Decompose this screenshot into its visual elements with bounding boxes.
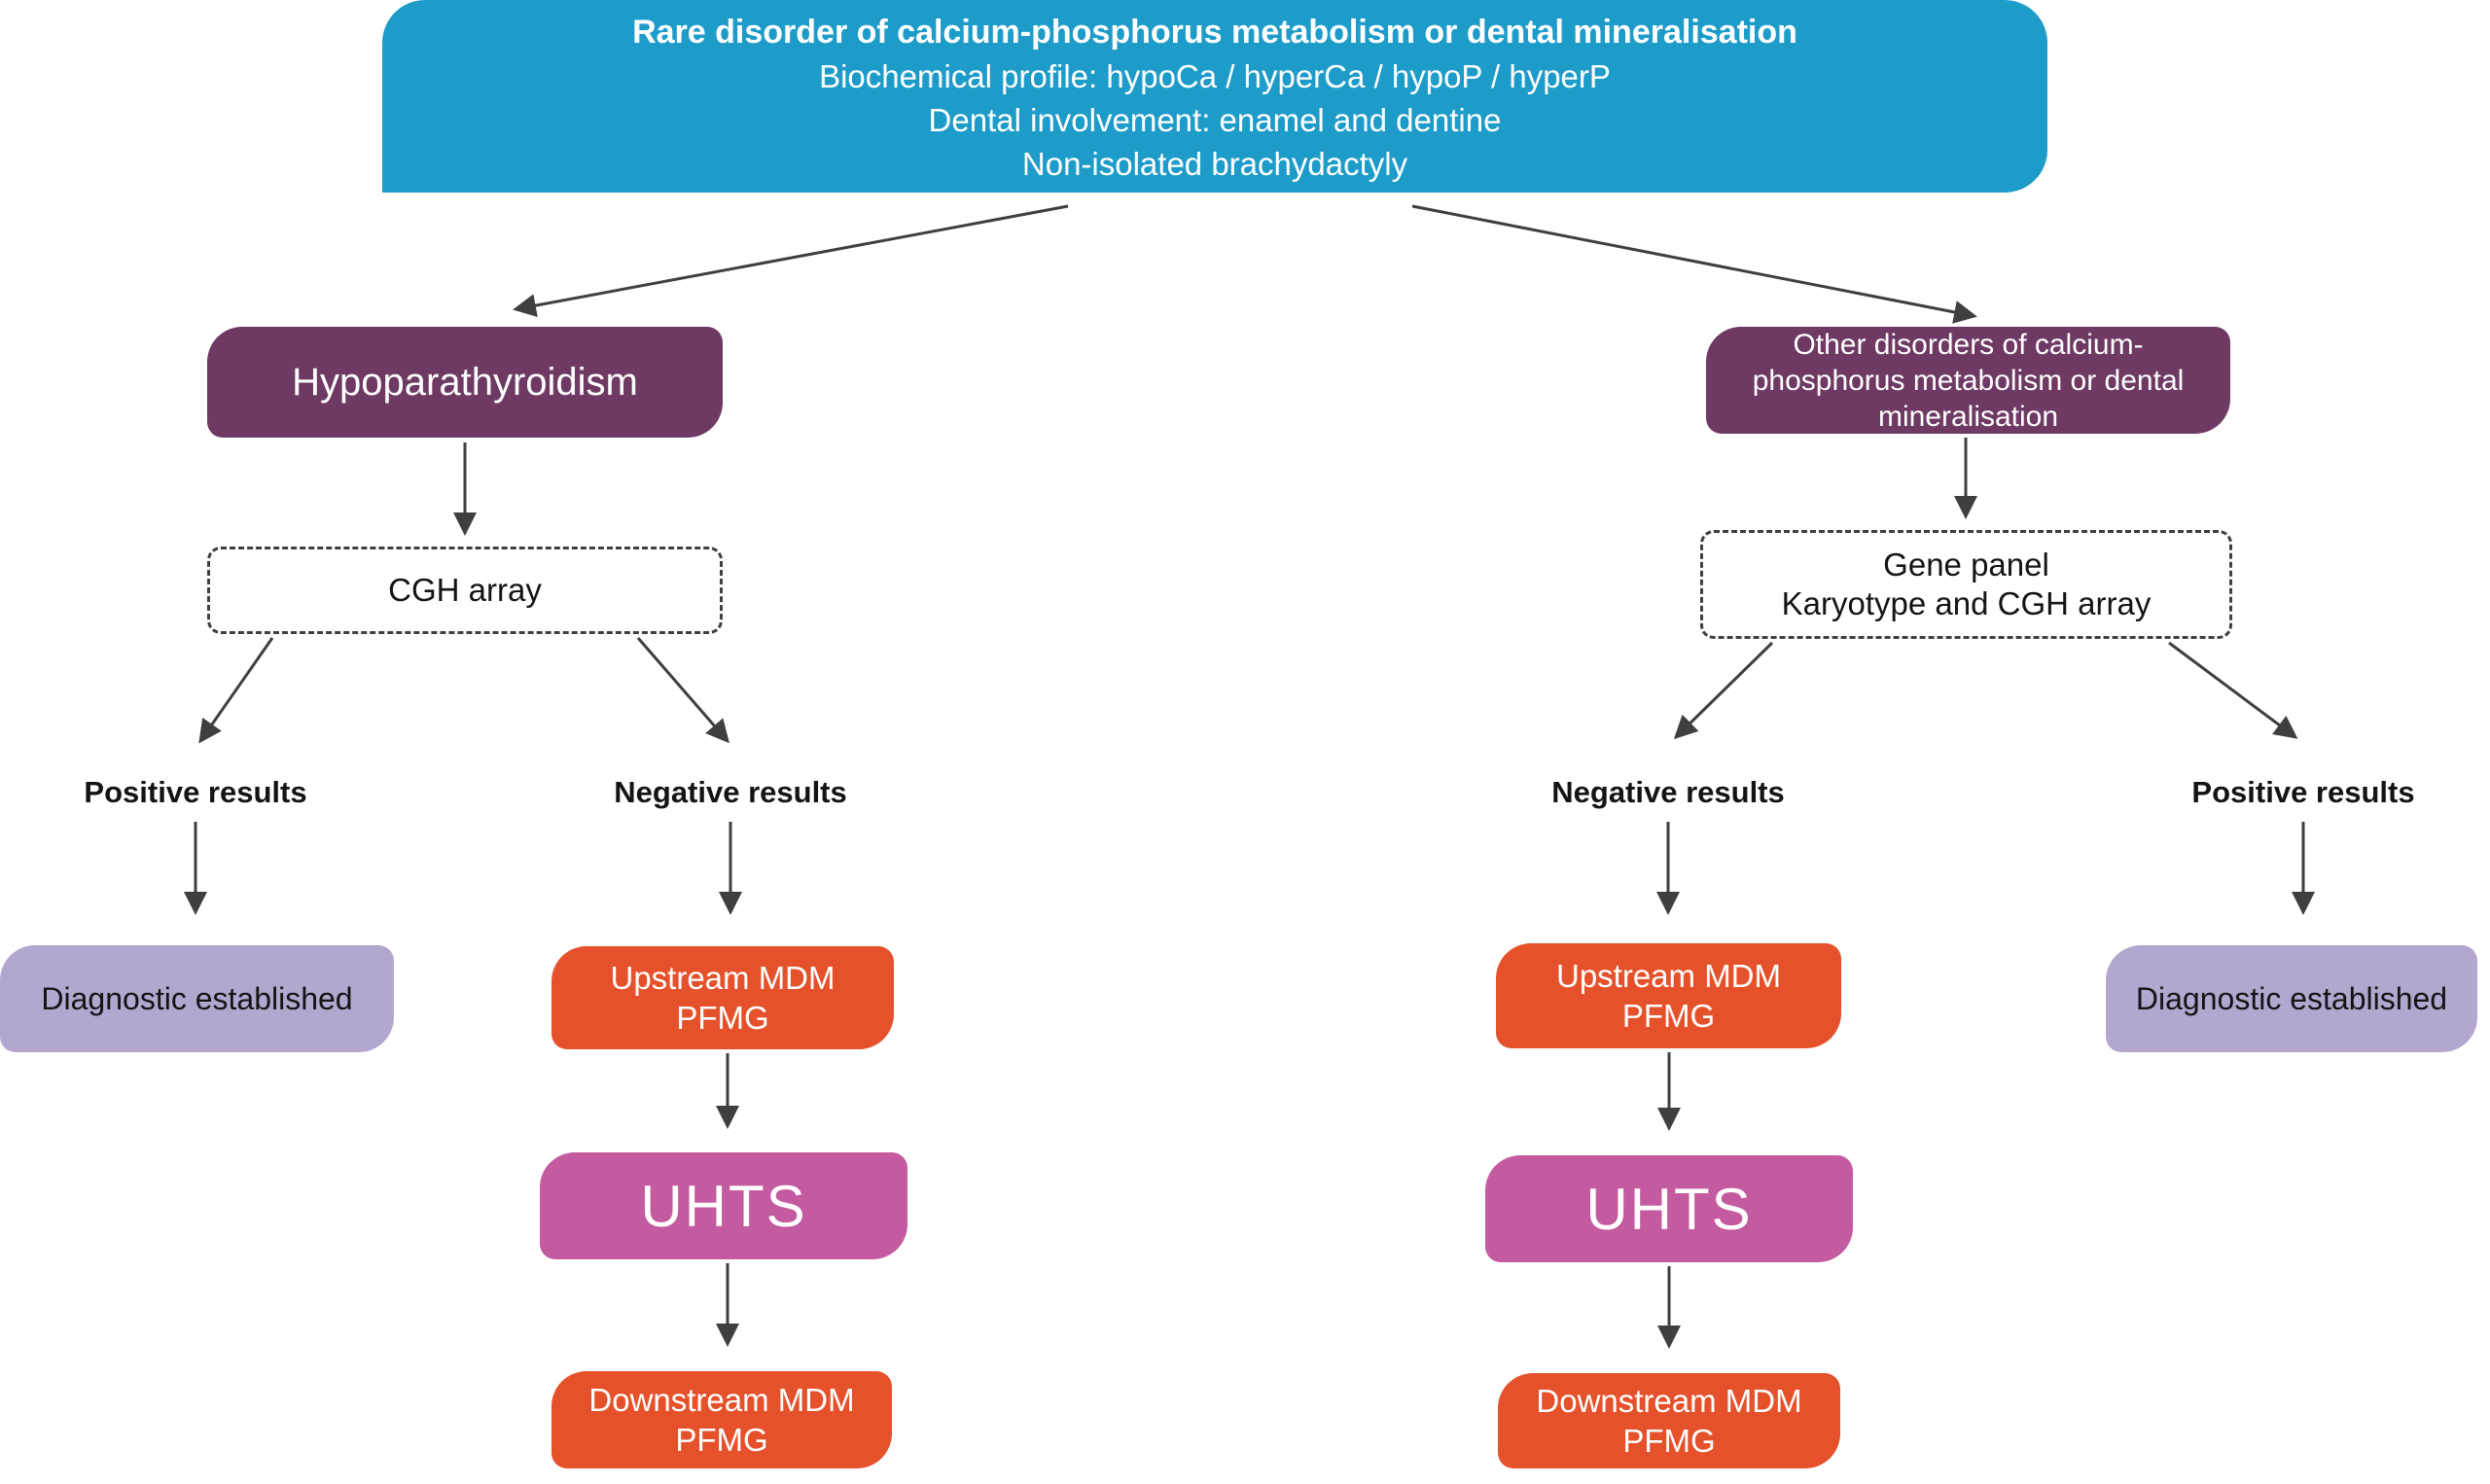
positive-results-label-left: Positive results xyxy=(84,775,307,809)
diagnostic-established-label-right: Diagnostic established xyxy=(2135,980,2448,1016)
downstream-mdm-line1-right: Downstream MDM xyxy=(1536,1383,1802,1419)
root-disorder-box: Rare disorder of calcium-phosphorus meta… xyxy=(382,0,2047,193)
arrow-root-to-hypoparathyroidism xyxy=(513,204,1069,317)
root-title: Rare disorder of calcium-phosphorus meta… xyxy=(632,14,1797,51)
gene-panel-line1: Gene panel xyxy=(1883,547,2049,583)
upstream-mdm-line2-right: PFMG xyxy=(1621,998,1716,1034)
downstream-mdm-line1-left: Downstream MDM xyxy=(588,1382,855,1418)
arrow-genepanel-to-negative xyxy=(1673,641,1774,740)
gene-panel-line2: Karyotype and CGH array xyxy=(1781,585,2152,621)
cgh-array-box: CGH array xyxy=(207,547,723,634)
downstream-mdm-line2-right: PFMG xyxy=(1622,1423,1716,1459)
arrow-cgh-to-negative xyxy=(636,637,729,744)
root-brachydactyly: Non-isolated brachydactyly xyxy=(1021,146,1408,182)
hypoparathyroidism-box: Hypoparathyroidism xyxy=(207,327,723,438)
diagnostic-established-box-left: Diagnostic established xyxy=(0,945,394,1052)
other-disorders-line1: Other disorders of calcium- xyxy=(1793,328,2144,361)
hypoparathyroidism-label: Hypoparathyroidism xyxy=(292,360,638,404)
arrow-root-to-other-disorders xyxy=(1411,204,1977,324)
arrow-cgh-to-positive xyxy=(198,637,274,744)
uhts-box-left: UHTS xyxy=(540,1152,907,1259)
gene-panel-box: Gene panel Karyotype and CGH array xyxy=(1700,530,2232,639)
upstream-mdm-line1-right: Upstream MDM xyxy=(1555,958,1782,994)
downstream-mdm-box-right: Downstream MDM PFMG xyxy=(1498,1373,1840,1468)
upstream-mdm-line2-left: PFMG xyxy=(676,1000,769,1036)
negative-results-label-right: Negative results xyxy=(1551,775,1785,809)
upstream-mdm-line1-left: Upstream MDM xyxy=(610,960,836,996)
diagnostic-established-box-right: Diagnostic established xyxy=(2106,945,2477,1052)
positive-results-label-right: Positive results xyxy=(2191,775,2415,809)
root-biochemical-profile: Biochemical profile: hypoCa / hyperCa / … xyxy=(819,58,1611,94)
upstream-mdm-box-right: Upstream MDM PFMG xyxy=(1496,943,1841,1048)
other-disorders-line3: mineralisation xyxy=(1877,400,2059,433)
uhts-box-right: UHTS xyxy=(1485,1155,1853,1262)
other-disorders-line2: phosphorus metabolism or dental xyxy=(1752,364,2185,397)
other-disorders-box: Other disorders of calcium- phosphorus m… xyxy=(1706,327,2230,434)
root-dental-involvement: Dental involvement: enamel and dentine xyxy=(928,102,1502,138)
upstream-mdm-box-left: Upstream MDM PFMG xyxy=(551,946,894,1049)
negative-results-label-left: Negative results xyxy=(614,775,847,809)
cgh-array-label: CGH array xyxy=(388,572,542,608)
arrow-genepanel-to-positive xyxy=(2168,641,2298,739)
uhts-label-right: UHTS xyxy=(1585,1176,1753,1242)
downstream-mdm-line2-left: PFMG xyxy=(675,1422,768,1458)
uhts-label-left: UHTS xyxy=(640,1173,807,1239)
diagnostic-established-label-left: Diagnostic established xyxy=(41,980,353,1016)
downstream-mdm-box-left: Downstream MDM PFMG xyxy=(551,1371,892,1468)
